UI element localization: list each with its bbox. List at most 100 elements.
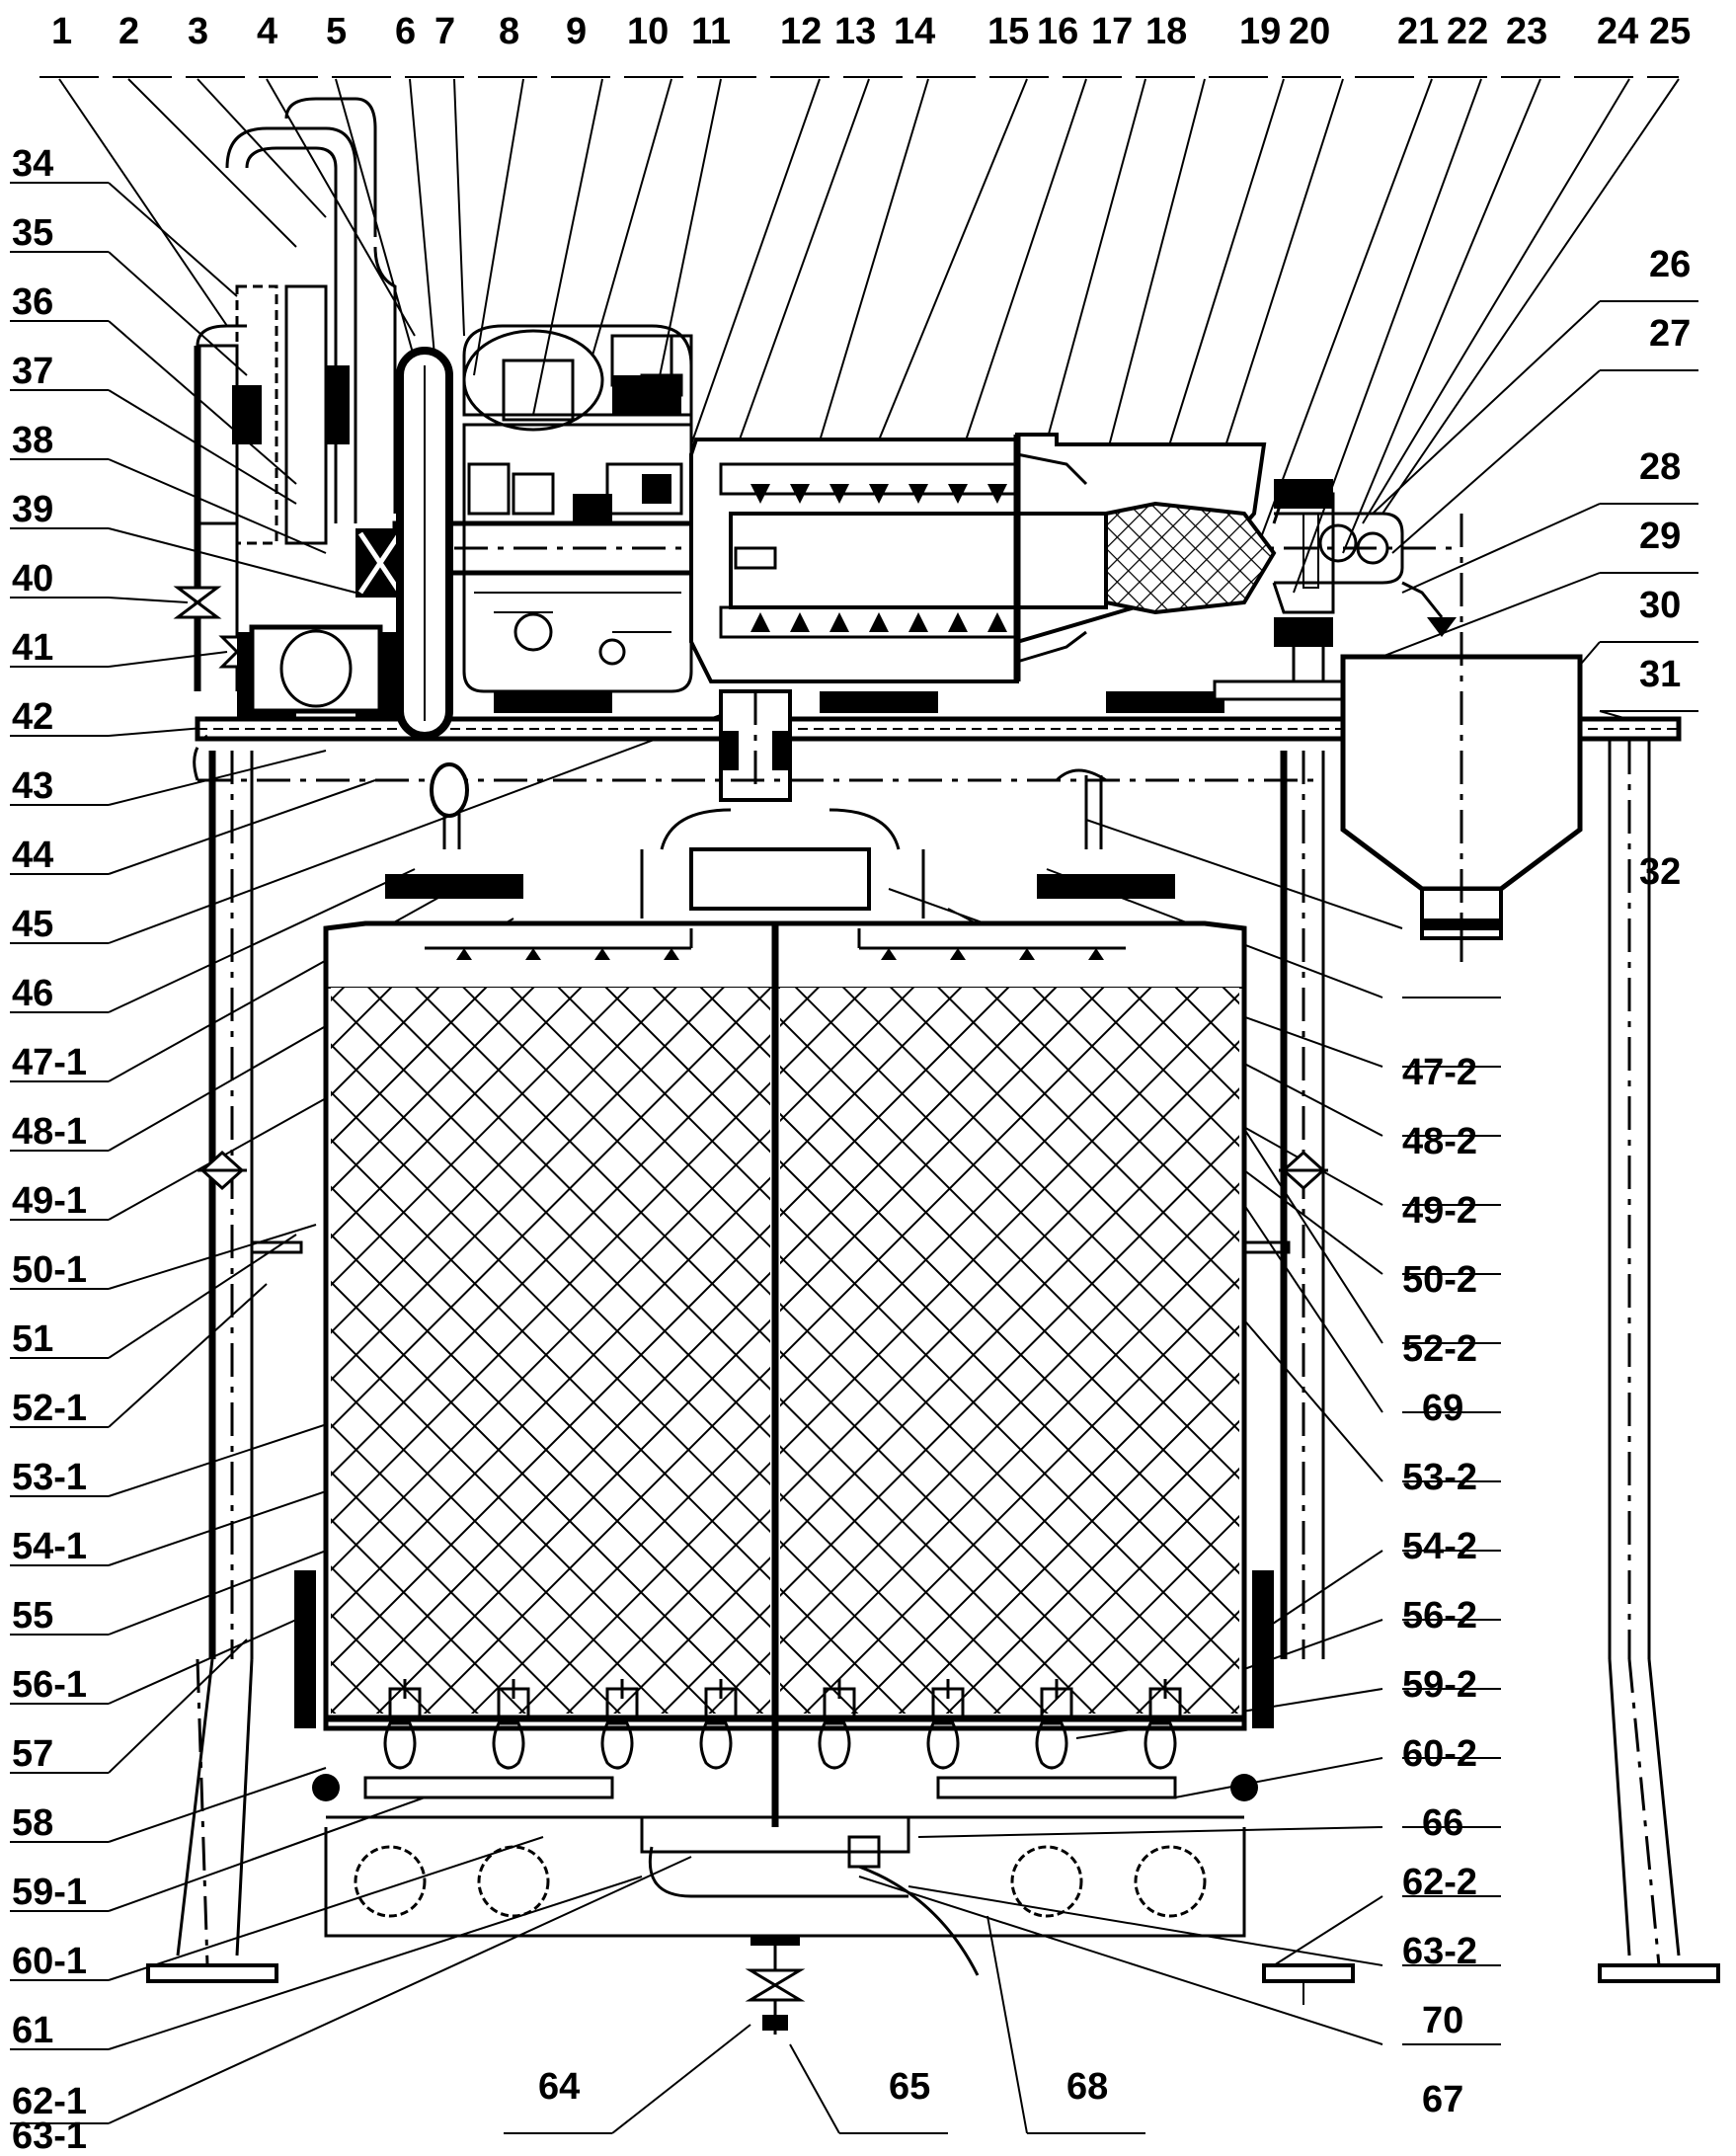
label-right: 29 [1639,516,1681,557]
label-top: 15 [987,11,1029,52]
foot [1262,1963,1355,1983]
label-left: 62-1 [12,2081,87,2122]
label-right: 66 [1422,1802,1463,1844]
right-labels: 26 27 28 29 30 31 32 47-2 48-2 49-2 50-2… [1402,244,1691,2120]
label-left: 63-1 [12,2116,87,2156]
label-left: 46 [12,973,53,1014]
label-right: 56-2 [1402,1595,1477,1637]
bottom-labels: 64 65 68 [538,2066,1108,2108]
label-left: 52-1 [12,1388,87,1429]
label-right: 69 [1422,1388,1463,1429]
label-top: 23 [1506,11,1547,52]
label-left: 50-1 [12,1249,87,1291]
label-top: 5 [326,11,347,52]
label-right: 67 [1422,2079,1463,2120]
label-right: 54-2 [1402,1526,1477,1567]
label-left: 43 [12,765,53,807]
label-top: 10 [627,11,669,52]
label-left: 47-1 [12,1042,87,1083]
label-left: 35 [12,212,53,254]
foot [1598,1963,1720,1983]
label-top: 14 [894,11,935,52]
label-right: 48-2 [1402,1121,1477,1162]
label-left: 55 [12,1595,53,1637]
left-labels: 34 35 36 37 38 39 40 41 42 43 44 45 46 4… [12,143,87,2156]
label-left: 39 [12,489,53,530]
base-pad [1106,691,1224,713]
label-left: 44 [12,835,53,876]
foot [146,1963,278,1983]
label-left: 34 [12,143,53,185]
label-bottom: 64 [538,2066,580,2108]
label-right: 63-2 [1402,1931,1477,1972]
label-top: 12 [780,11,822,52]
label-top: 17 [1091,11,1133,52]
label-left: 49-1 [12,1180,87,1222]
label-right: 70 [1422,2000,1463,2041]
nozzle-row-top [750,484,1007,504]
label-right: 27 [1649,313,1691,355]
label-top: 25 [1649,11,1691,52]
drip-caps [388,1679,1182,1718]
label-left: 42 [12,696,53,738]
drip-cones [383,1721,1177,1770]
label-right: 62-2 [1402,1862,1477,1903]
label-right: 26 [1649,244,1691,285]
label-right: 31 [1639,654,1681,695]
label-left: 56-1 [12,1664,87,1706]
label-top: 4 [257,11,277,52]
label-left: 59-1 [12,1872,87,1913]
top-labels: 1 2 3 4 5 6 7 8 9 10 11 12 13 14 15 16 1… [51,11,1691,52]
label-left: 57 [12,1733,53,1775]
base-pad [820,691,938,713]
nozzle-row-bottom [750,612,1007,632]
label-bottom: 65 [889,2066,930,2108]
label-top: 1 [51,11,72,52]
label-top: 21 [1397,11,1439,52]
label-right: 50-2 [1402,1259,1477,1301]
label-bottom: 68 [1066,2066,1108,2108]
hopper [1340,514,1583,968]
label-right: 52-2 [1402,1328,1477,1370]
label-top: 2 [118,11,139,52]
label-right: 60-2 [1402,1733,1477,1775]
label-top: 19 [1239,11,1281,52]
label-right: 30 [1639,585,1681,626]
label-top: 20 [1289,11,1330,52]
label-top: 6 [395,11,416,52]
frame [146,734,1720,2005]
packing-left [331,988,770,1714]
label-top: 11 [691,11,731,52]
label-left: 36 [12,281,53,323]
label-top: 9 [566,11,587,52]
label-left: 41 [12,627,53,669]
label-left: 48-1 [12,1111,87,1153]
label-left: 38 [12,420,53,461]
tank [294,762,1274,2035]
label-left: 45 [12,904,53,945]
upper-machine [173,97,1682,802]
label-left: 54-1 [12,1526,87,1567]
label-top: 8 [499,11,519,52]
label-left: 61 [12,2010,53,2051]
label-left: 53-1 [12,1457,87,1498]
label-top: 16 [1037,11,1078,52]
label-left: 40 [12,558,53,599]
label-top: 13 [834,11,876,52]
label-top: 24 [1597,11,1638,52]
label-right: 59-2 [1402,1664,1477,1706]
label-right: 28 [1639,446,1681,488]
label-top: 18 [1145,11,1187,52]
label-right: 53-2 [1402,1457,1477,1498]
packing-right [780,988,1239,1714]
base-pad [494,691,612,713]
label-left: 37 [12,351,53,392]
label-left: 60-1 [12,1941,87,1982]
label-top: 7 [434,11,455,52]
label-left: 51 [12,1318,53,1360]
label-right: 32 [1639,851,1681,893]
motor [249,624,383,714]
label-left: 58 [12,1802,53,1844]
aeration-discs [354,1845,1207,1918]
